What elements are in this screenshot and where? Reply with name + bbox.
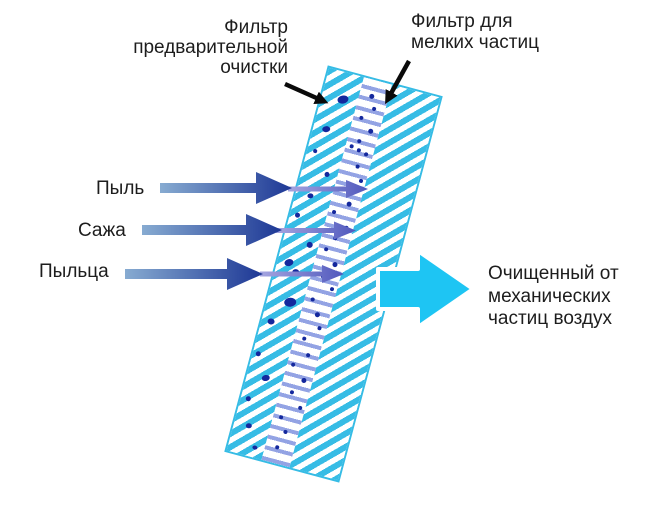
entry-arrow — [125, 258, 263, 290]
label-soot: Сажа — [78, 220, 126, 241]
label-clean-air-line1: Очищенный от — [488, 263, 619, 284]
label-prefilter-line1: Фильтр — [224, 17, 288, 38]
label-clean-air: Очищенный от механических частиц воздух — [488, 263, 619, 331]
label-fine-filter: Фильтр для мелких частиц — [411, 11, 539, 53]
label-prefilter-line2: предварительной — [133, 37, 288, 58]
label-dust: Пыль — [96, 178, 145, 199]
entry-arrow — [160, 172, 292, 204]
label-pollen: Пыльца — [39, 261, 109, 282]
through-arrow — [260, 265, 344, 283]
pointer-arrow — [284, 81, 329, 104]
outflow-arrow-group — [376, 249, 475, 329]
entry-arrow — [142, 214, 282, 246]
pointer-arrow — [385, 59, 411, 105]
entry-arrows-group — [125, 172, 292, 290]
pointer-arrows-group — [284, 59, 411, 105]
outflow-arrow — [376, 249, 475, 329]
label-prefilter-line3: очистки — [220, 57, 288, 78]
label-clean-air-line2: механических — [488, 285, 611, 307]
through-arrow — [288, 180, 368, 198]
label-clean-air-line3: частиц воздух — [488, 308, 613, 329]
through-arrows-group — [260, 180, 368, 283]
label-prefilter: Фильтр предварительной очистки — [105, 18, 288, 78]
through-arrow — [276, 221, 356, 240]
label-fine-filter-line1: Фильтр для — [411, 11, 513, 32]
label-fine-filter-line2: мелких частиц — [411, 32, 539, 53]
